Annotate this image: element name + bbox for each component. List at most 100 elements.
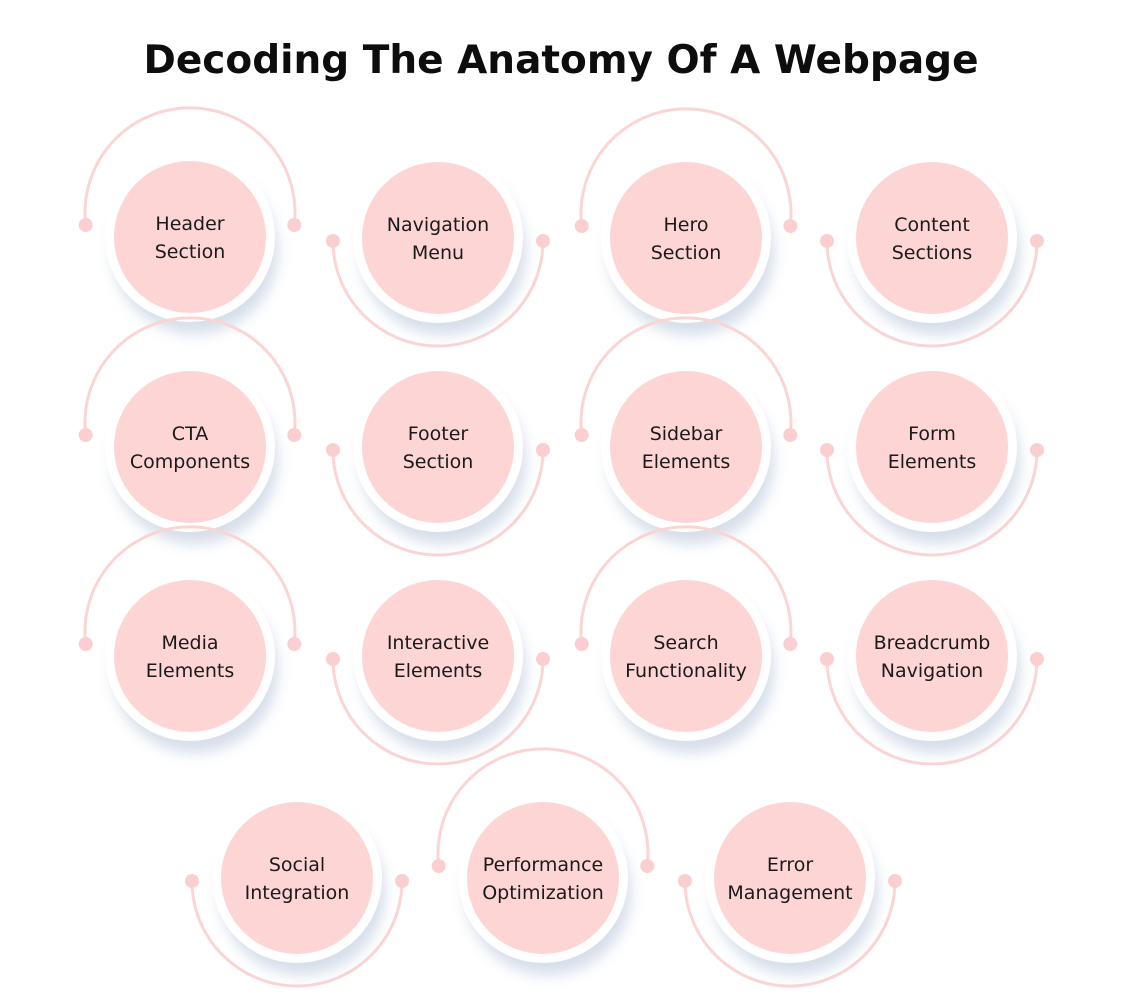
- node-circle: [856, 162, 1008, 314]
- arc-endpoint-dot: [326, 443, 340, 457]
- arc-endpoint-dot: [78, 218, 93, 232]
- node-label: Elements: [888, 451, 977, 473]
- node-label: Navigation: [881, 660, 983, 682]
- arc-endpoint-dot: [783, 219, 798, 233]
- node-label: Optimization: [482, 882, 604, 904]
- arc-endpoint-dot: [820, 234, 834, 248]
- connector-arc: [436, 747, 650, 867]
- node-circle: [610, 580, 762, 732]
- node-label: Breadcrumb: [874, 632, 991, 654]
- node-label: Functionality: [625, 660, 747, 682]
- node-label: Section: [155, 241, 226, 263]
- arc-endpoint-dot: [888, 874, 902, 888]
- node-circle: [362, 371, 514, 523]
- node-label: Social: [269, 854, 325, 876]
- node-circle: [114, 161, 266, 313]
- node-label: Menu: [412, 242, 464, 264]
- arc-endpoint-dot: [574, 637, 589, 651]
- node-label: Content: [894, 214, 970, 236]
- node-label: Elements: [642, 451, 731, 473]
- node-label: Integration: [245, 882, 350, 904]
- arc-endpoint-dot: [574, 428, 589, 442]
- node-circle: [114, 580, 266, 732]
- arc-endpoint-dot: [536, 443, 550, 457]
- arc-endpoint-dot: [640, 859, 655, 873]
- node-label: Sidebar: [650, 423, 723, 445]
- arc-endpoint-dot: [287, 637, 302, 651]
- node-label: Performance: [483, 854, 603, 876]
- node-label: CTA: [172, 423, 208, 445]
- node-circle: [610, 371, 762, 523]
- node-circle: [221, 802, 373, 954]
- node-circle: [362, 580, 514, 732]
- node-label: Sections: [892, 242, 973, 264]
- arc-endpoint-dot: [574, 219, 589, 233]
- connector-arc: [331, 449, 545, 557]
- arc-endpoint-dot: [287, 218, 302, 232]
- node-label: Error: [767, 854, 814, 876]
- node-label: Header: [155, 213, 224, 235]
- node-label: Footer: [408, 423, 469, 445]
- connector-arc: [83, 316, 297, 436]
- node-label: Hero: [664, 214, 709, 236]
- node-circle: [856, 371, 1008, 523]
- nodes-layer: HeaderSectionNavigationMenuHeroSectionCo…: [78, 106, 1044, 988]
- connector-arc: [683, 880, 897, 988]
- arc-endpoint-dot: [820, 652, 834, 666]
- node-label: Section: [403, 451, 474, 473]
- connector-arc: [579, 316, 793, 436]
- arc-endpoint-dot: [678, 874, 692, 888]
- arc-endpoint-dot: [326, 234, 340, 248]
- arc-endpoint-dot: [78, 637, 93, 651]
- node-label: Elements: [394, 660, 483, 682]
- page-title: Decoding The Anatomy Of A Webpage: [143, 38, 979, 83]
- node-circle: [610, 162, 762, 314]
- arc-endpoint-dot: [431, 859, 446, 873]
- connector-arc: [579, 107, 793, 227]
- node-label: Management: [727, 882, 852, 904]
- node-label: Components: [130, 451, 250, 473]
- node-circle: [114, 371, 266, 523]
- arc-endpoint-dot: [1030, 443, 1044, 457]
- connector-arc: [83, 525, 297, 645]
- connector-arc: [331, 240, 545, 348]
- node-label: Elements: [146, 660, 235, 682]
- node-label: Section: [651, 242, 722, 264]
- arc-endpoint-dot: [395, 874, 409, 888]
- node-label: Media: [161, 632, 218, 654]
- diagram-node: CTA Components: [78, 316, 302, 544]
- node-label: Search: [653, 632, 718, 654]
- node-label: Form: [908, 423, 956, 445]
- arc-endpoint-dot: [536, 234, 550, 248]
- node-circle: [467, 802, 619, 954]
- connector-arc: [190, 880, 404, 988]
- node-label: Interactive: [387, 632, 489, 654]
- node-circle: [362, 162, 514, 314]
- arc-endpoint-dot: [185, 874, 199, 888]
- node-label: Navigation: [387, 214, 489, 236]
- connector-arc: [825, 449, 1039, 557]
- connector-arc: [579, 525, 793, 645]
- arc-endpoint-dot: [78, 428, 93, 442]
- arc-endpoint-dot: [783, 428, 798, 442]
- connector-arc: [825, 240, 1039, 348]
- connector-arc: [825, 658, 1039, 766]
- connector-arc: [331, 658, 545, 766]
- arc-endpoint-dot: [1030, 652, 1044, 666]
- arc-endpoint-dot: [287, 428, 302, 442]
- arc-endpoint-dot: [820, 443, 834, 457]
